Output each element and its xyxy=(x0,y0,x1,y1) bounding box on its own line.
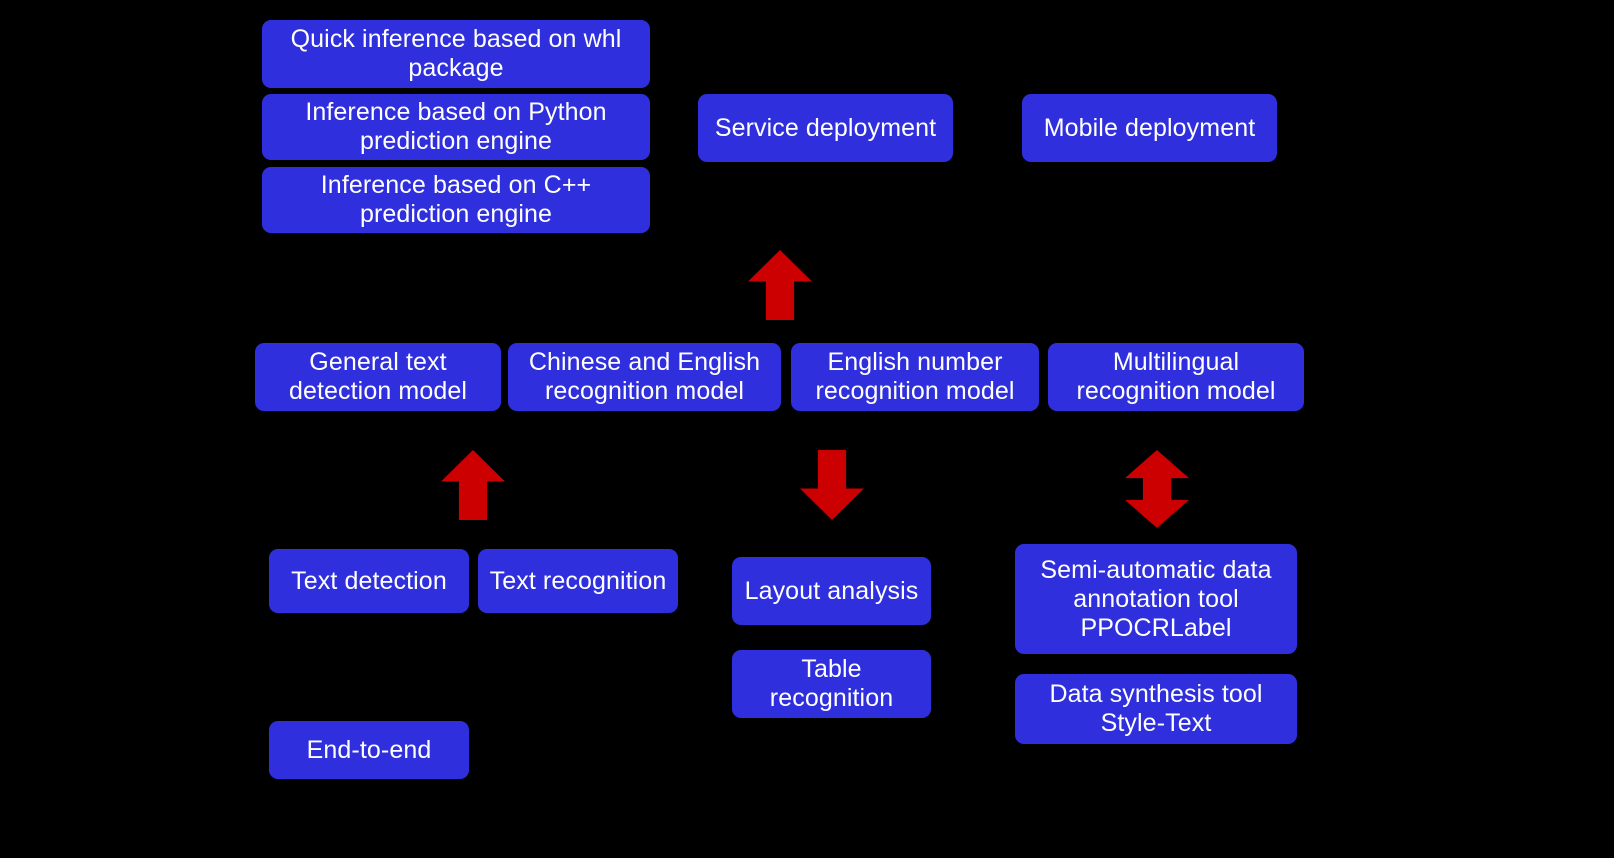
node-multilingual-recognition-model[interactable]: Multilingual recognition model xyxy=(1048,343,1304,411)
arrow-models-to-tools-icon xyxy=(1125,450,1189,528)
node-label: End-to-end xyxy=(306,735,432,764)
node-general-text-detection-model[interactable]: General text detection model xyxy=(255,343,501,411)
node-data-synthesis-tool[interactable]: Data synthesis tool Style-Text xyxy=(1015,674,1297,744)
node-semi-automatic-annotation-tool[interactable]: Semi-automatic data annotation tool PPOC… xyxy=(1015,544,1297,654)
node-mobile-deployment[interactable]: Mobile deployment xyxy=(1022,94,1277,162)
node-text-recognition[interactable]: Text recognition xyxy=(478,549,678,613)
node-label: Inference based on Python prediction eng… xyxy=(305,98,607,155)
node-label: Chinese and English recognition model xyxy=(528,348,761,405)
node-label: General text detection model xyxy=(288,348,467,405)
node-table-recognition[interactable]: Table recognition xyxy=(732,650,931,718)
node-chinese-english-recognition-model[interactable]: Chinese and English recognition model xyxy=(508,343,781,411)
node-label: English number recognition model xyxy=(815,348,1015,405)
node-label: Service deployment xyxy=(714,113,937,142)
node-layout-analysis[interactable]: Layout analysis xyxy=(732,557,931,625)
arrow-models-to-deployment-icon xyxy=(748,250,812,320)
node-inference-cpp[interactable]: Inference based on C++ prediction engine xyxy=(262,167,650,233)
node-text-detection[interactable]: Text detection xyxy=(269,549,469,613)
node-label: Layout analysis xyxy=(744,576,919,605)
node-label: Mobile deployment xyxy=(1043,113,1256,142)
node-service-deployment[interactable]: Service deployment xyxy=(698,94,953,162)
node-end-to-end[interactable]: End-to-end xyxy=(269,721,469,779)
node-label: Multilingual recognition model xyxy=(1076,348,1276,405)
node-english-number-recognition-model[interactable]: English number recognition model xyxy=(791,343,1039,411)
node-label: Text recognition xyxy=(489,566,667,595)
node-inference-python[interactable]: Inference based on Python prediction eng… xyxy=(262,94,650,160)
node-label: Quick inference based on whl package xyxy=(290,25,622,82)
node-label: Data synthesis tool Style-Text xyxy=(1049,680,1263,737)
node-label: Text detection xyxy=(291,566,447,595)
node-quick-inference-whl[interactable]: Quick inference based on whl package xyxy=(262,20,650,88)
arrow-tasks-to-detection-model-icon xyxy=(441,450,505,520)
arrow-models-to-document-icon xyxy=(800,450,864,520)
node-label: Semi-automatic data annotation tool PPOC… xyxy=(1040,555,1272,642)
node-label: Table recognition xyxy=(769,655,894,712)
node-label: Inference based on C++ prediction engine xyxy=(320,171,592,228)
